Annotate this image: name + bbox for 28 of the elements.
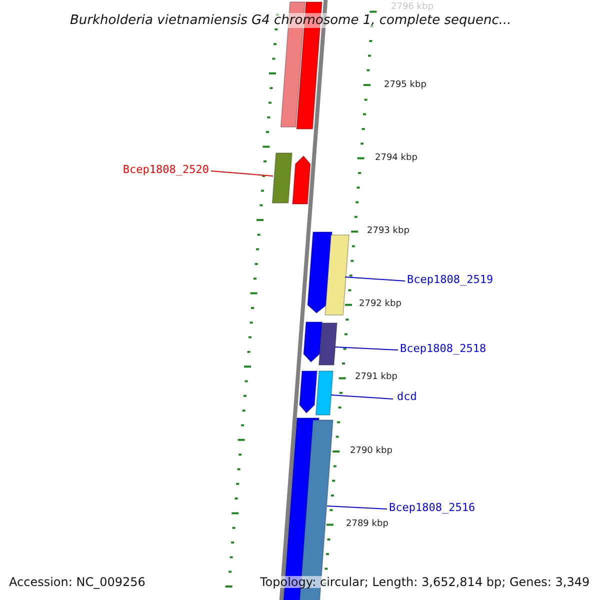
footer-text: Accession: NC_009256 bbox=[9, 576, 146, 588]
gene-bar bbox=[318, 322, 338, 366]
leader-line bbox=[210, 170, 274, 176]
gene-label: Bcep1808_2516 bbox=[389, 502, 476, 513]
leader-line bbox=[344, 276, 406, 282]
gene-label: dcd bbox=[397, 391, 417, 402]
leader-line bbox=[330, 394, 394, 400]
scale-label: 2789 kbp bbox=[346, 520, 388, 529]
footer-text: Topology: circular; Length: 3,652,814 bp; Genes: 3,349 bbox=[260, 576, 590, 588]
scale-label: 2795 kbp bbox=[384, 81, 426, 90]
scale-label: 2794 kbp bbox=[375, 154, 418, 163]
gene-label: Bcep1808_2518 bbox=[400, 343, 486, 354]
gene-feature bbox=[307, 232, 333, 314]
scale-label: 2790 kbp bbox=[350, 447, 392, 456]
gene-label: Bcep1808_2520 bbox=[122, 164, 209, 175]
gene-feature bbox=[303, 322, 323, 363]
scale-label: 2791 kbp bbox=[355, 373, 398, 382]
gene-bar bbox=[315, 370, 334, 416]
gene-bar bbox=[324, 234, 350, 316]
gene-feature bbox=[298, 370, 318, 414]
leader-line bbox=[334, 346, 398, 350]
map-title: Burkholderia vietnamiensis G4 chromosome 1, complete sequenc... bbox=[70, 13, 512, 28]
gene-bar bbox=[272, 152, 293, 204]
scale-label: 2793 kbp bbox=[367, 227, 410, 236]
gene-label: Bcep1808_2519 bbox=[407, 274, 494, 285]
gene-feature bbox=[292, 155, 311, 204]
scale-label: 2792 kbp bbox=[359, 300, 402, 309]
leader-line bbox=[326, 506, 388, 510]
